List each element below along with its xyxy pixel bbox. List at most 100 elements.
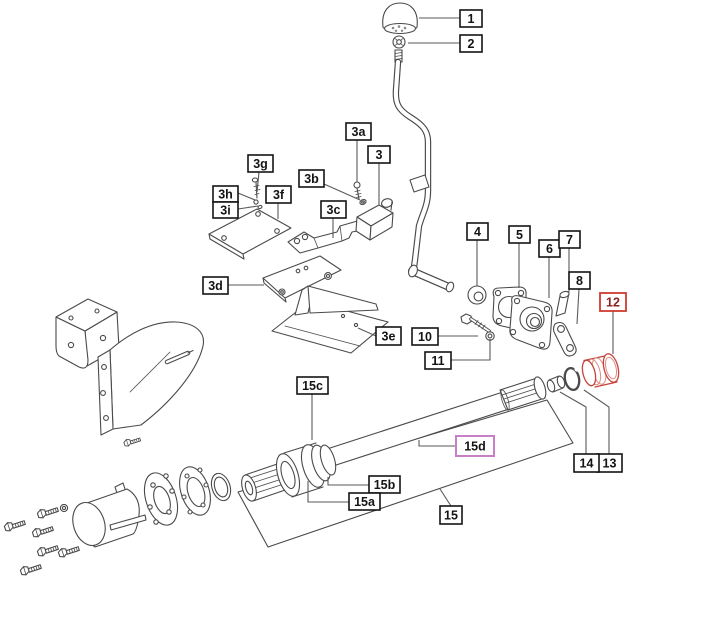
label-box-14 [573, 453, 600, 473]
backing-plate-drawing [262, 255, 342, 303]
label-text-5: 5 [516, 228, 523, 242]
label-box-1 [459, 9, 483, 28]
label-box-3i [212, 201, 239, 219]
part-label-11[interactable]: 11 [424, 339, 491, 370]
leader-line-15 [439, 488, 452, 507]
part-label-15c[interactable]: 15c [296, 376, 329, 440]
leader-line-3e [357, 327, 377, 337]
shift-knob-drawing [382, 2, 418, 35]
housing-flange-drawing [509, 295, 553, 350]
label-box-3b [298, 169, 325, 188]
switch-block-drawing [355, 198, 394, 241]
label-box-15d [455, 435, 495, 457]
grommet-drawing [467, 285, 487, 305]
shift-lever-rod-drawing [392, 49, 455, 293]
leader-line-14 [559, 391, 587, 454]
link-lever-drawing [552, 321, 577, 357]
part-label-10[interactable]: 10 [411, 327, 478, 346]
part-label-3[interactable]: 3 [367, 145, 391, 205]
highlighted-bushing-drawing [581, 353, 620, 388]
pin-drawing [555, 290, 570, 317]
label-text-15a: 15a [354, 495, 376, 509]
leader-line-13 [583, 389, 610, 454]
part-label-3e[interactable]: 3e [357, 326, 402, 346]
label-text-3h: 3h [218, 187, 233, 201]
label-box-5 [508, 225, 531, 244]
label-text-3: 3 [376, 148, 383, 162]
part-label-5[interactable]: 5 [508, 225, 531, 288]
leader-line-15a [307, 481, 349, 503]
label-text-3g: 3g [253, 157, 268, 171]
label-text-6: 6 [546, 242, 553, 256]
label-text-15c: 15c [302, 379, 323, 393]
part-label-1[interactable]: 1 [419, 9, 483, 28]
part-label-3g[interactable]: 3g [247, 154, 274, 193]
leader-line-15b [327, 477, 369, 486]
part-label-3c[interactable]: 3c [320, 200, 347, 238]
part-label-15[interactable]: 15 [439, 488, 463, 525]
label-box-3e [375, 326, 402, 346]
label-box-8 [568, 271, 591, 290]
part-label-3b[interactable]: 3b [298, 169, 361, 201]
part-label-8[interactable]: 8 [568, 271, 591, 325]
label-text-3d: 3d [208, 279, 223, 293]
part-label-3d[interactable]: 3d [202, 276, 264, 295]
leader-line-8 [576, 288, 580, 325]
channel-bracket-drawing [271, 285, 389, 354]
leader-line-11 [451, 339, 491, 361]
part-label-14[interactable]: 14 [559, 391, 600, 473]
label-text-15: 15 [444, 508, 458, 522]
label-text-3c: 3c [327, 203, 341, 217]
label-text-3i: 3i [220, 203, 230, 217]
label-text-15d: 15d [464, 439, 486, 453]
washer-3b-drawing [359, 198, 367, 206]
label-text-4: 4 [474, 225, 481, 239]
label-text-3f: 3f [273, 188, 285, 202]
label-box-11 [424, 351, 452, 370]
bearing-flange-drawing [143, 472, 179, 526]
label-box-3d [202, 276, 229, 295]
part-label-3f[interactable]: 3f [265, 185, 292, 219]
label-text-3b: 3b [304, 172, 319, 186]
label-box-15a [348, 492, 381, 511]
jam-nut-drawing [392, 35, 406, 49]
part-label-15d[interactable]: 15d [418, 435, 495, 457]
part-label-4[interactable]: 4 [466, 222, 489, 286]
part-label-3h[interactable]: 3h [212, 185, 256, 203]
part-label-6[interactable]: 6 [538, 239, 561, 298]
label-text-8: 8 [576, 274, 583, 288]
part-label-15a[interactable]: 15a [307, 481, 381, 511]
label-box-15b [368, 475, 401, 494]
cover-plate-drawing [208, 208, 292, 260]
mounting-bolts-drawing [3, 435, 142, 577]
bushing-14-drawing [546, 375, 566, 393]
part-label-12[interactable]: 12 [599, 292, 627, 354]
part-label-2[interactable]: 2 [408, 34, 483, 53]
label-text-15b: 15b [374, 478, 396, 492]
label-box-3 [367, 145, 391, 164]
label-text-3a: 3a [352, 125, 367, 139]
label-box-10 [411, 327, 439, 346]
clutch-cylinder-drawing [72, 482, 147, 548]
part-label-13[interactable]: 13 [583, 389, 623, 473]
label-text-13: 13 [603, 456, 617, 470]
part-label-3i[interactable]: 3i [212, 201, 259, 219]
label-text-1: 1 [468, 12, 475, 26]
label-box-3a [345, 122, 372, 141]
label-box-12 [599, 292, 627, 312]
label-box-15 [439, 505, 463, 525]
leader-line-3h [237, 192, 256, 201]
leader-line-3b [323, 183, 361, 201]
leader-line-3i [237, 205, 259, 210]
part-label-3a[interactable]: 3a [345, 122, 372, 182]
label-text-2: 2 [468, 37, 475, 51]
snap-ring-drawing [563, 366, 581, 392]
label-box-7 [558, 230, 581, 249]
label-box-3c [320, 200, 347, 219]
o-ring-seal-drawing [210, 472, 232, 502]
label-text-14: 14 [580, 456, 594, 470]
part-label-15b[interactable]: 15b [327, 475, 401, 494]
label-box-3f [265, 185, 292, 204]
leader-line-15d [418, 440, 456, 447]
label-text-12: 12 [606, 295, 620, 309]
